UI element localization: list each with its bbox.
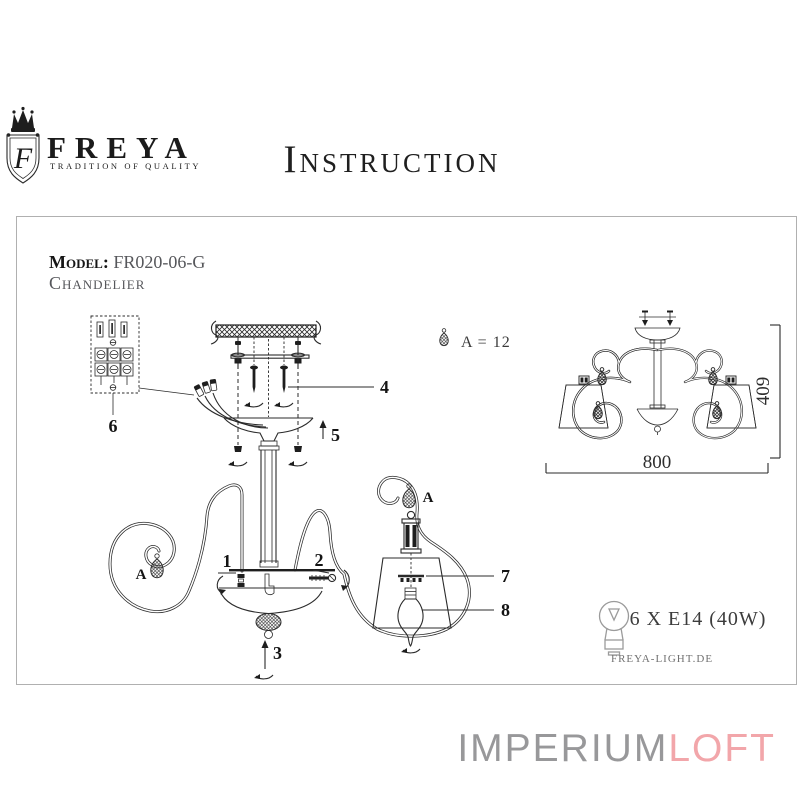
crystal-pendant-icon bbox=[150, 553, 164, 579]
assembly-diagram: 6 bbox=[90, 310, 781, 680]
part-8-label: 8 bbox=[501, 600, 510, 620]
bulb-spec: 6 X E14 (40W) bbox=[630, 608, 767, 630]
instruction-panel: Model: FR020-06-G Chandelier bbox=[16, 216, 797, 685]
shade-ring bbox=[398, 574, 424, 582]
left-arm: A bbox=[108, 483, 244, 614]
website-label: FREYA-LIGHT.DE bbox=[611, 653, 713, 665]
bulb: 8 bbox=[397, 587, 510, 654]
crystal-note-text: A = 12 bbox=[461, 334, 511, 351]
page-title: Instruction bbox=[283, 138, 501, 181]
bowl: 3 bbox=[219, 587, 323, 680]
crystal-pendant-icon bbox=[439, 328, 449, 347]
brand-monogram: F bbox=[13, 142, 33, 175]
mounting-bracket bbox=[227, 337, 310, 467]
crystal-a-label-right: A bbox=[423, 490, 434, 506]
crystal-finial bbox=[255, 613, 282, 631]
hub: 1 2 bbox=[216, 550, 350, 596]
dim-width-label: 800 bbox=[643, 452, 672, 473]
crystal-a-label-left: A bbox=[136, 567, 147, 583]
dim-height-label: 409 bbox=[753, 377, 774, 406]
bulb-icon bbox=[598, 600, 630, 656]
part-1-label: 1 bbox=[223, 551, 232, 571]
model-label: Model: bbox=[49, 252, 109, 272]
watermark-accent: LOFT bbox=[668, 727, 776, 770]
brand-tagline: TRADITION OF QUALITY bbox=[50, 161, 202, 171]
canopy: 5 bbox=[223, 417, 340, 447]
product-type: Chandelier bbox=[49, 273, 146, 293]
crown-icon bbox=[11, 106, 35, 132]
column bbox=[258, 445, 280, 568]
lamp-socket bbox=[400, 510, 422, 587]
mounting-screws: 4 bbox=[243, 337, 389, 408]
model-line: Model: FR020-06-G bbox=[49, 252, 205, 273]
watermark: IMPERIUMLOFT bbox=[457, 727, 776, 771]
bulb-note: 6 X E14 (40W) FREYA-LIGHT.DE bbox=[598, 600, 767, 665]
part-2-label: 2 bbox=[315, 550, 324, 570]
dimension-drawing: 800 409 bbox=[545, 310, 781, 474]
part-5-label: 5 bbox=[331, 425, 340, 445]
crystal-note: A = 12 bbox=[439, 328, 511, 351]
part-4-label: 4 bbox=[380, 377, 389, 397]
ceiling-hatch bbox=[210, 320, 322, 345]
shield-icon: F bbox=[6, 133, 40, 184]
wiring-detail-box: 6 bbox=[90, 315, 195, 436]
lamp-shade: 7 bbox=[372, 557, 510, 629]
model-value: FR020-06-G bbox=[113, 252, 206, 272]
watermark-primary: IMPERIUM bbox=[457, 727, 669, 770]
part-3-label: 3 bbox=[273, 643, 282, 663]
part-7-label: 7 bbox=[501, 566, 510, 586]
right-arm: A bbox=[293, 475, 471, 638]
wire-connectors bbox=[193, 378, 269, 429]
part-6-label: 6 bbox=[109, 416, 118, 436]
brand-name: FREYA bbox=[47, 130, 196, 165]
freya-logo: F bbox=[6, 106, 40, 184]
